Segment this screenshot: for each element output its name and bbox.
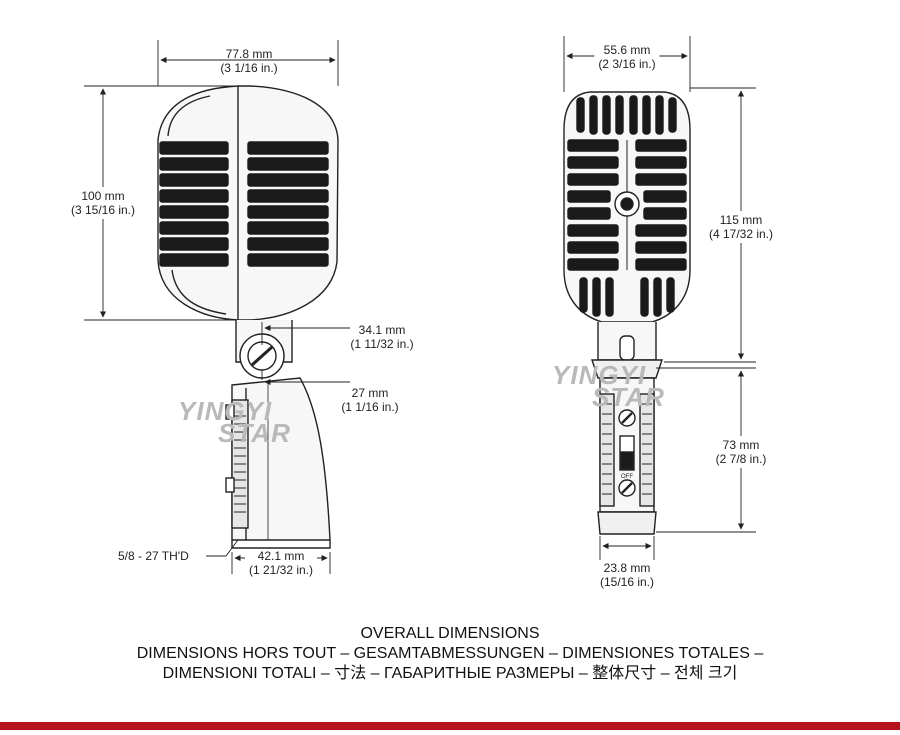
side-left-grille — [159, 141, 229, 267]
front-base-label: 23.8 mm(15/16 in.) — [599, 561, 655, 589]
side-width-label: 77.8 mm(3 1/16 in.) — [220, 47, 278, 75]
side-height-label: 100 mm(3 15/16 in.) — [70, 187, 136, 219]
caption-line-1: OVERALL DIMENSIONS — [360, 625, 540, 642]
caption-line-2: DIMENSIONS HORS TOUT – GESAMTABMESSUNGEN… — [136, 645, 764, 662]
front-head-height-label: 115 mm(4 17/32 in.) — [708, 211, 774, 243]
bottom-accent-bar — [0, 722, 900, 730]
side-right-grille — [247, 141, 329, 267]
thread-label: 5/8 - 27 TH'D — [118, 549, 189, 563]
side-body-ribs — [234, 415, 246, 513]
caption-line-3: DIMENSIONI TOTALI – 寸法 – ГАБАРИТНЫЕ РАЗМ… — [162, 665, 738, 682]
front-middle-slots — [567, 139, 687, 271]
side-depth-top-label: 34.1 mm(1 11/32 in.) — [350, 323, 414, 351]
dimensions-caption: OVERALL DIMENSIONS DIMENSIONS HORS TOUT … — [0, 624, 900, 684]
front-width-label: 55.6 mm(2 3/16 in.) — [594, 43, 660, 71]
front-top-slots — [576, 95, 677, 135]
front-handle-ribs — [602, 403, 652, 495]
front-switch-off-label: OFF — [621, 474, 633, 480]
front-view-microphone — [563, 91, 691, 535]
side-base-label: 42.1 mm(1 21/32 in.) — [244, 549, 318, 577]
side-view-microphone — [157, 85, 339, 549]
front-bottom-slots — [579, 277, 675, 317]
front-handle-height-label: 73 mm(2 7/8 in.) — [715, 436, 767, 468]
side-depth-mid-label: 27 mm(1 1/16 in.) — [341, 386, 399, 414]
